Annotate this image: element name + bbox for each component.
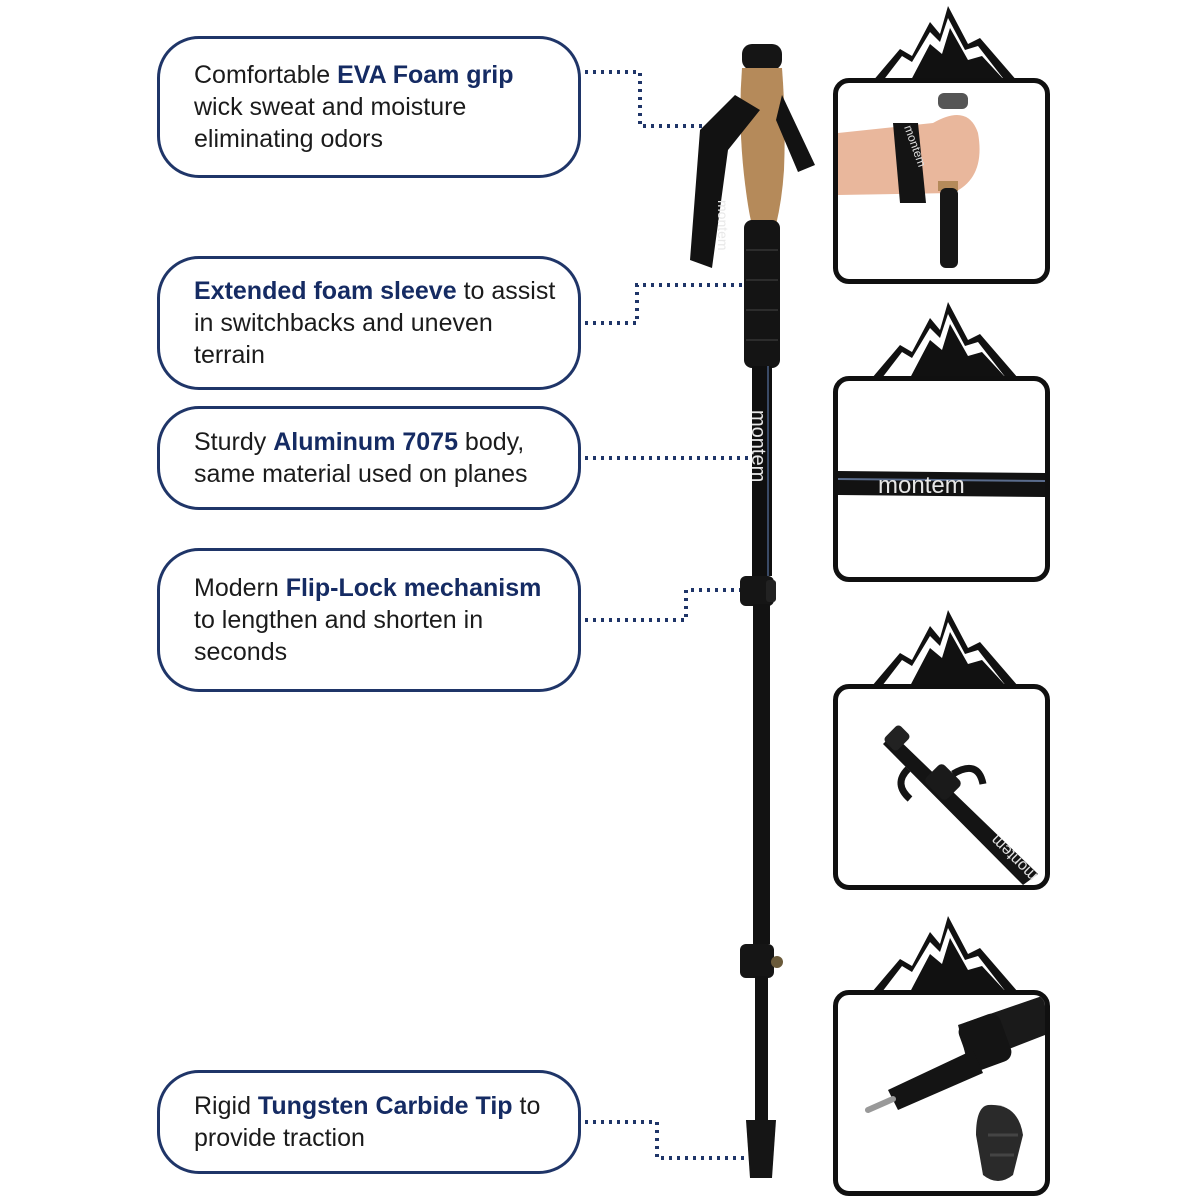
callout-foam-sleeve: Extended foam sleeve to assist in switch…: [157, 256, 581, 390]
wrist-strap-right: [776, 95, 815, 172]
connector-lines: [585, 70, 752, 1160]
shaft-brand-text: montem: [747, 410, 769, 482]
callout-eva-foam-grip: Comfortable EVA Foam grip wick sweat and…: [157, 36, 581, 178]
photo-panel-flip-lock: montem: [833, 684, 1050, 890]
strap-brand-text: montem: [715, 200, 731, 251]
wrist-strap: [690, 95, 760, 268]
photo-panel-grip: montem: [833, 78, 1050, 284]
cork-grip: [740, 68, 785, 225]
flip-lock-lower: [740, 944, 774, 978]
photo-panel-tip: [833, 990, 1050, 1196]
pole-top-cap: [742, 44, 782, 70]
lower-shaft: [755, 976, 768, 1126]
shaft-closeup-brand: montem: [878, 472, 965, 499]
photo-panel-shaft: montem: [833, 376, 1050, 582]
flip-lock-photo: montem: [883, 725, 1041, 885]
carbide-tip: [746, 1120, 776, 1178]
callout-aluminum-body: Sturdy Aluminum 7075 body, same material…: [157, 406, 581, 510]
middle-shaft: [753, 604, 770, 944]
mountain-peak-icon: [872, 916, 1018, 992]
connector-sleeve: [585, 283, 745, 325]
connector-tip: [585, 1120, 745, 1160]
flip-lock-upper: [740, 576, 774, 606]
hand-grip-photo: montem: [838, 93, 980, 268]
callout-carbide-tip: Rigid Tungsten Carbide Tip to provide tr…: [157, 1070, 581, 1174]
mountain-peak-icon: [872, 610, 1018, 686]
mountain-peak-icon: [872, 302, 1018, 378]
connector-grip: [585, 70, 740, 128]
callout-flip-lock: Modern Flip-Lock mechanism to lengthen a…: [157, 548, 581, 692]
foam-sleeve: [744, 220, 780, 368]
mountain-peak-icon: [872, 6, 1018, 82]
shaft-closeup-photo: montem: [838, 471, 1045, 499]
carbide-tip-photo: [865, 995, 1045, 1181]
connector-lock: [585, 588, 740, 622]
pole: montem montem: [690, 44, 815, 1178]
